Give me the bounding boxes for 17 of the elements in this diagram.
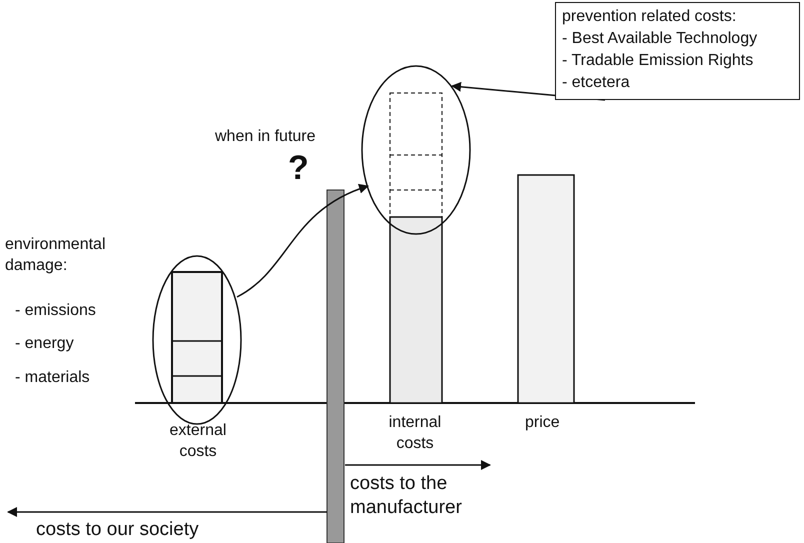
annotation-text: costs to our society xyxy=(36,518,199,542)
arrow xyxy=(236,184,369,298)
callout-text: prevention related costs: xyxy=(562,7,738,27)
callout-text: - Best Available Technology xyxy=(562,29,758,49)
list-item: - energy xyxy=(15,334,74,354)
list-item: - materials xyxy=(15,368,90,388)
list-item: - emissions xyxy=(15,301,96,321)
callout-text: - Tradable Emission Rights xyxy=(562,51,754,71)
annotation-text: costs to the manufacturer xyxy=(350,472,463,520)
question-mark: ? xyxy=(288,148,309,188)
axis-label: internal costs xyxy=(388,413,442,454)
annotation-text: when in future xyxy=(215,127,316,147)
annotation-text: environmental damage: xyxy=(5,235,106,276)
callout-box xyxy=(555,2,800,100)
axis-label: external costs xyxy=(168,421,228,462)
callout-text: - etcetera xyxy=(562,73,631,93)
axis-label: price xyxy=(525,413,560,433)
